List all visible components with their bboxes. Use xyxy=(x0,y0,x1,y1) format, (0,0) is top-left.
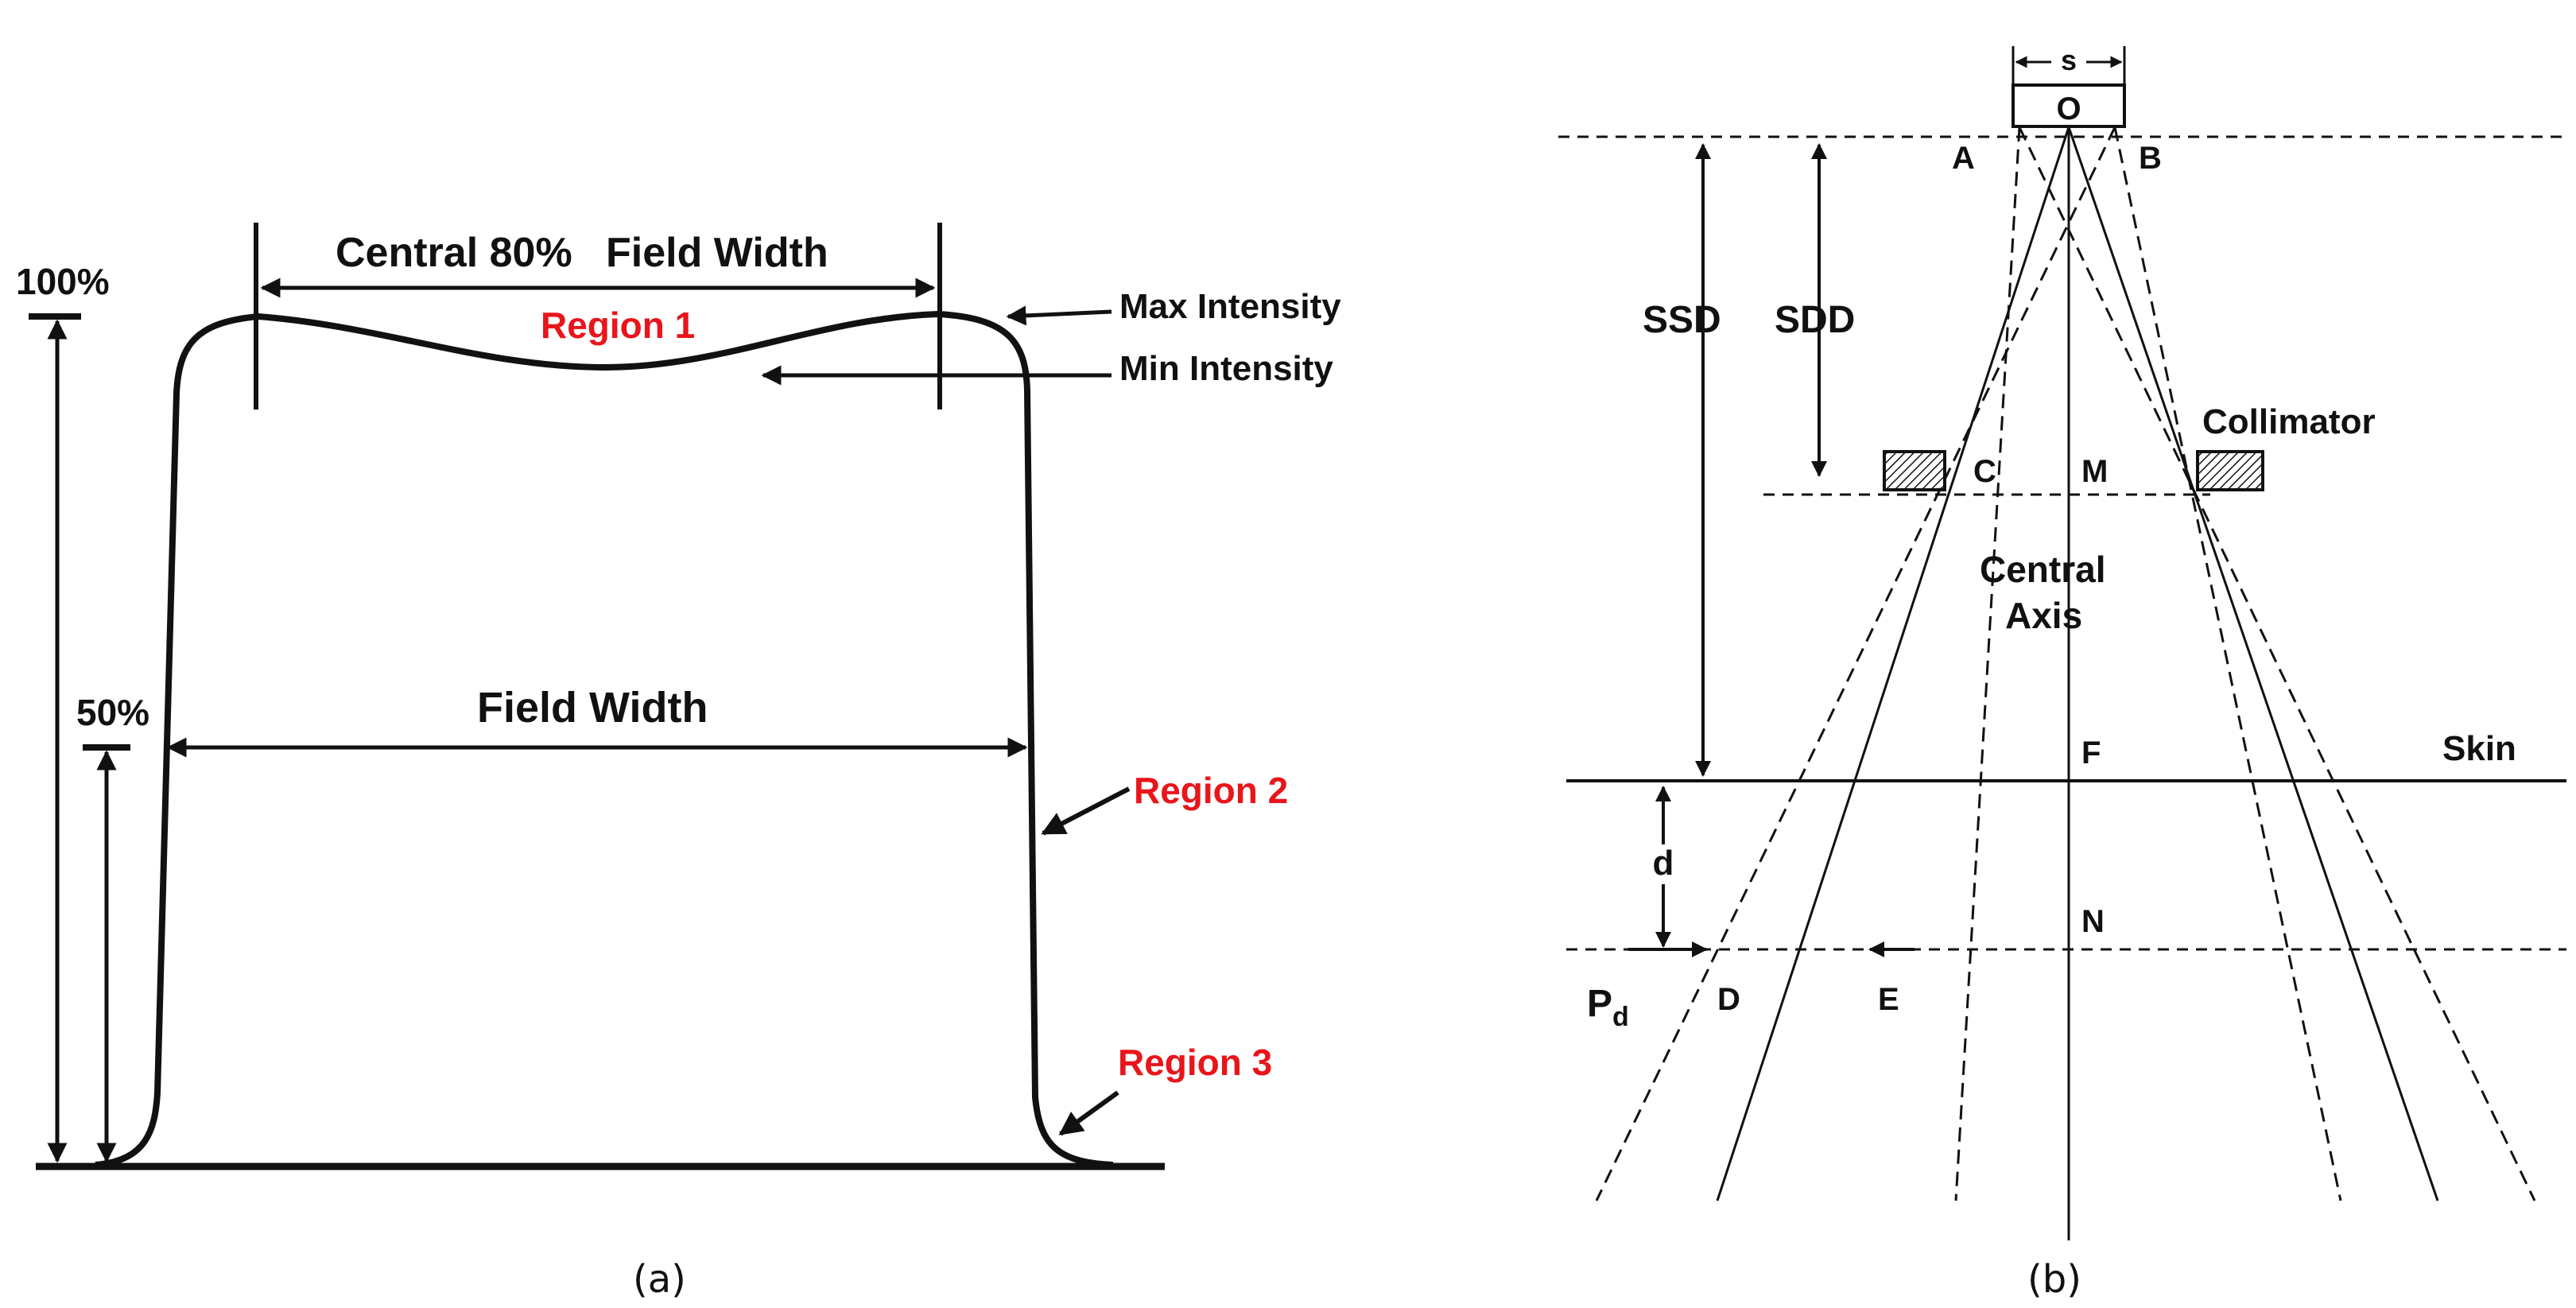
axis-label: Axis xyxy=(2005,595,2082,636)
d-point-label: D xyxy=(1717,982,1740,1017)
max-intensity-label: Max Intensity xyxy=(1119,287,1341,326)
s-label: s xyxy=(2061,44,2077,76)
penumbra-outer-left xyxy=(1595,126,2116,1201)
field-width-label: Field Width xyxy=(477,684,708,732)
central-label: Central xyxy=(1980,549,2105,590)
collimator-right xyxy=(2196,450,2264,491)
collimator-label: Collimator xyxy=(2202,402,2376,441)
beam-rays xyxy=(1595,126,2536,1201)
max-intensity-arrow xyxy=(1006,305,1112,326)
min-intensity-label: Min Intensity xyxy=(1119,349,1333,388)
f-label: F xyxy=(2081,736,2101,770)
beam-profile-curve xyxy=(95,311,1114,1168)
n-label: N xyxy=(2081,904,2105,939)
b-label: B xyxy=(2139,141,2162,176)
e-point-label: E xyxy=(1878,982,1899,1017)
caption-a: (a) xyxy=(633,1257,686,1302)
central-80-label: Central 80% xyxy=(336,230,572,276)
region-3-arrow xyxy=(1058,1090,1119,1136)
pd-label: Pd xyxy=(1587,983,1629,1032)
source-box xyxy=(2012,83,2126,128)
panel-b: O s A B SSD SDD C M Collimator Central A… xyxy=(1558,44,2566,1302)
source-o-label: O xyxy=(2056,91,2081,126)
central-field-width-label: Field Width xyxy=(606,230,828,276)
d-label: d xyxy=(1653,844,1674,883)
penumbra-inner-right xyxy=(2113,126,2342,1201)
panel-a: 100% 50% Central 80% Field Width Region … xyxy=(16,223,1341,1302)
sdd-label: SDD xyxy=(1775,299,1855,341)
caption-b: (b) xyxy=(2027,1257,2081,1302)
m-label: M xyxy=(2081,454,2108,489)
c-label: C xyxy=(1973,454,1996,489)
collimator-left xyxy=(1883,450,1946,491)
y-label-100: 100% xyxy=(16,261,110,302)
geometric-edge-right xyxy=(2067,126,2439,1201)
region-3-label: Region 3 xyxy=(1118,1042,1272,1083)
ssd-label: SSD xyxy=(1643,299,1721,341)
skin-label: Skin xyxy=(2442,729,2516,768)
region-1-label: Region 1 xyxy=(541,305,695,346)
y-label-50: 50% xyxy=(76,692,149,733)
geometric-edge-left xyxy=(1716,126,2070,1201)
a-label: A xyxy=(1952,141,1975,176)
region-2-arrow xyxy=(1041,786,1131,836)
region-2-label: Region 2 xyxy=(1134,770,1288,811)
penumbra-outer-right xyxy=(2018,126,2536,1201)
penumbra-inner-left xyxy=(1954,126,2021,1201)
